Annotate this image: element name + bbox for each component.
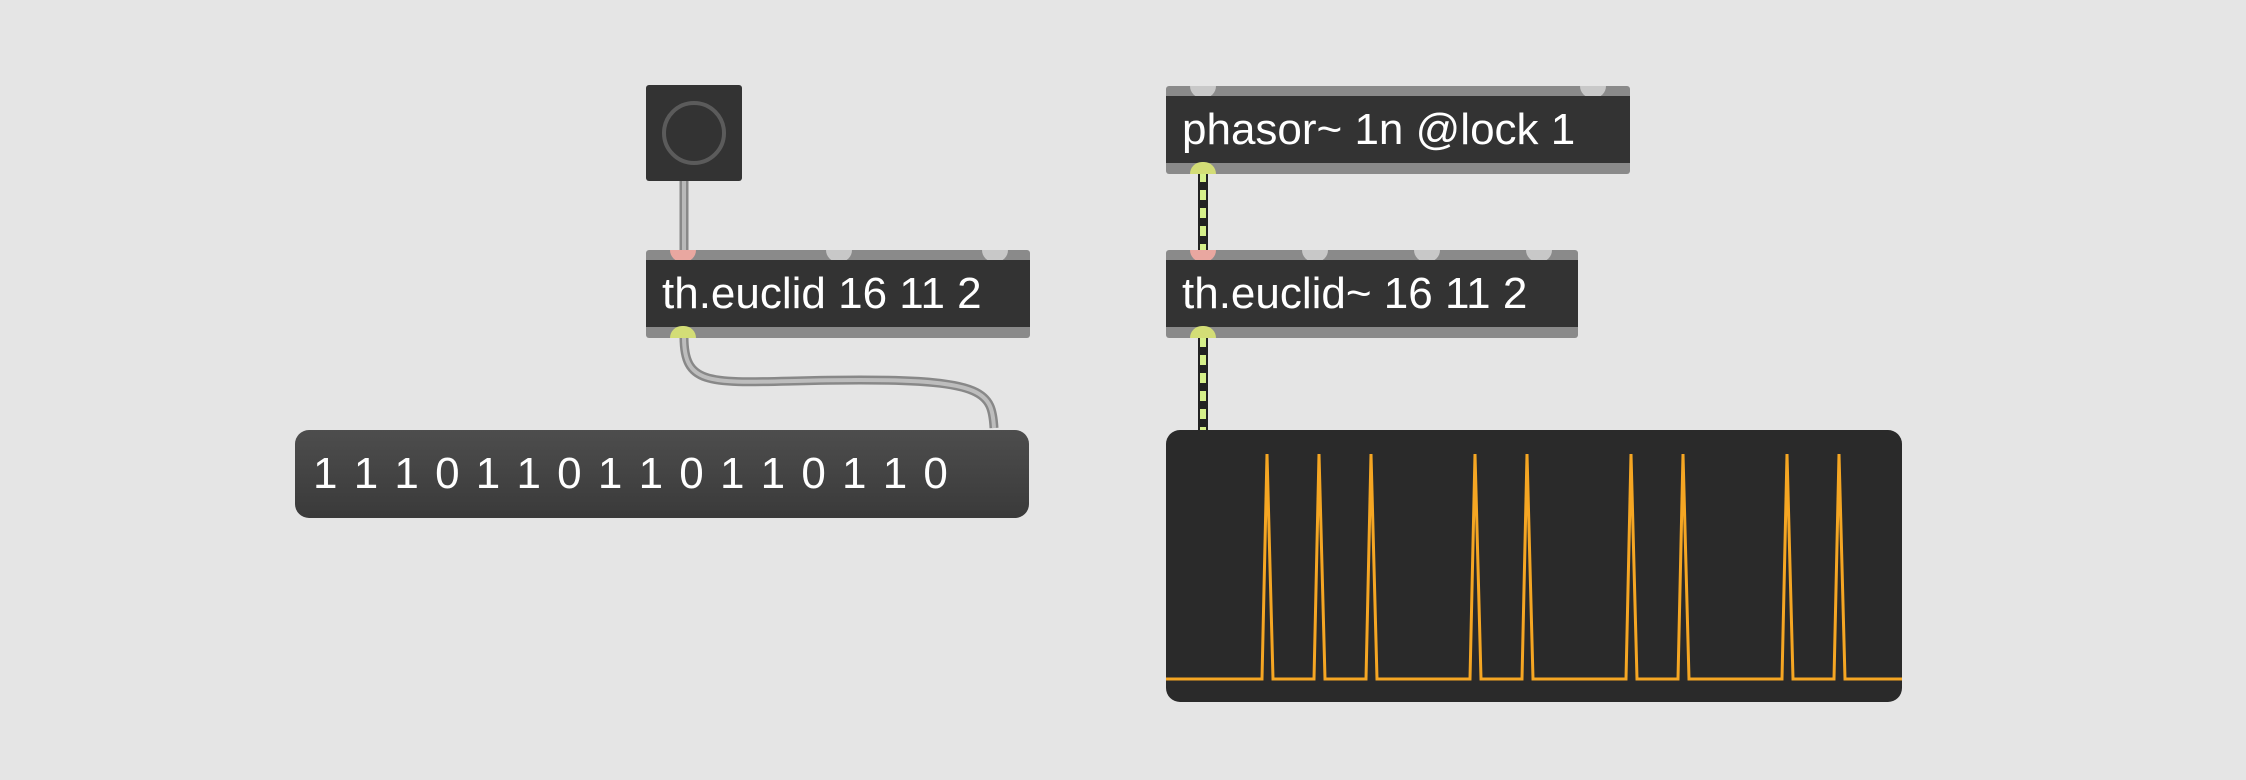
outlet-1[interactable] xyxy=(1190,326,1216,338)
scope-display[interactable] xyxy=(1166,430,1902,702)
object-th-euclid-signal[interactable]: th.euclid~ 16 11 2 xyxy=(1166,250,1578,338)
outlet-1[interactable] xyxy=(1190,162,1216,174)
inlet-2[interactable] xyxy=(1302,250,1328,262)
scope-waveform xyxy=(1166,453,1902,681)
object-th-euclid[interactable]: th.euclid 16 11 2 xyxy=(646,250,1030,338)
inlet-1[interactable] xyxy=(670,250,696,262)
scope-trace xyxy=(1166,453,1902,681)
object-label: phasor~ 1n @lock 1 xyxy=(1166,96,1630,163)
object-label: th.euclid 16 11 2 xyxy=(646,260,1030,327)
outlet-1[interactable] xyxy=(670,326,696,338)
inlet-2[interactable] xyxy=(1580,86,1606,98)
object-label: th.euclid~ 16 11 2 xyxy=(1166,260,1578,327)
object-phasor[interactable]: phasor~ 1n @lock 1 xyxy=(1166,86,1630,174)
inlet-3[interactable] xyxy=(982,250,1008,262)
inlet-2[interactable] xyxy=(826,250,852,262)
inlet-3[interactable] xyxy=(1414,250,1440,262)
inlet-1[interactable] xyxy=(1190,86,1216,98)
bang-button[interactable] xyxy=(646,85,742,181)
patch-cord-euclid-to-message[interactable] xyxy=(679,336,999,429)
inlet-4[interactable] xyxy=(1526,250,1552,262)
inlet-1[interactable] xyxy=(1190,250,1216,262)
bang-circle-icon xyxy=(662,101,726,165)
message-box-pattern[interactable]: 1 1 1 0 1 1 0 1 1 0 1 1 0 1 1 0 xyxy=(295,430,1029,518)
